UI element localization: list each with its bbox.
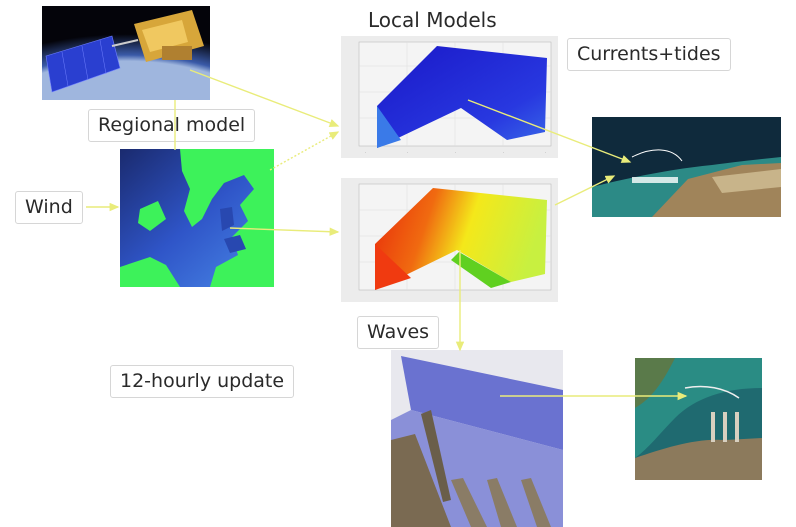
harbour-satellite-photo: [592, 117, 781, 217]
waves-model-plot: [341, 178, 558, 302]
svg-text:·: ·: [545, 150, 546, 155]
port-photo-graphic: [635, 358, 762, 480]
regional-model-map: [120, 149, 274, 287]
currents-tides-label: Currents+tides: [567, 38, 731, 71]
regional-map-graphic: [120, 149, 274, 287]
currents-plot-graphic: · · · · ·: [358, 41, 552, 155]
satellite-image: [42, 6, 210, 100]
svg-text:·: ·: [503, 150, 504, 155]
harbour-photo-graphic: [592, 117, 781, 217]
update-frequency-label: 12-hourly update: [110, 365, 295, 398]
satellite-graphic: [42, 6, 210, 100]
wind-label: Wind: [15, 191, 83, 224]
local-models-title: Local Models: [368, 8, 497, 32]
currents-model-plot: · · · · ·: [341, 36, 558, 158]
svg-text:·: ·: [365, 150, 366, 155]
svg-text:·: ·: [455, 150, 456, 155]
arrow-regional-to-currents: [269, 131, 340, 171]
waves-3d-graphic: [391, 356, 563, 527]
regional-model-label: Regional model: [88, 109, 256, 142]
waves-plot-graphic: [358, 183, 552, 291]
waves-3d-render: [391, 350, 563, 527]
svg-text:·: ·: [407, 150, 408, 155]
waves-label: Waves: [357, 316, 440, 349]
port-satellite-photo: [635, 358, 762, 480]
